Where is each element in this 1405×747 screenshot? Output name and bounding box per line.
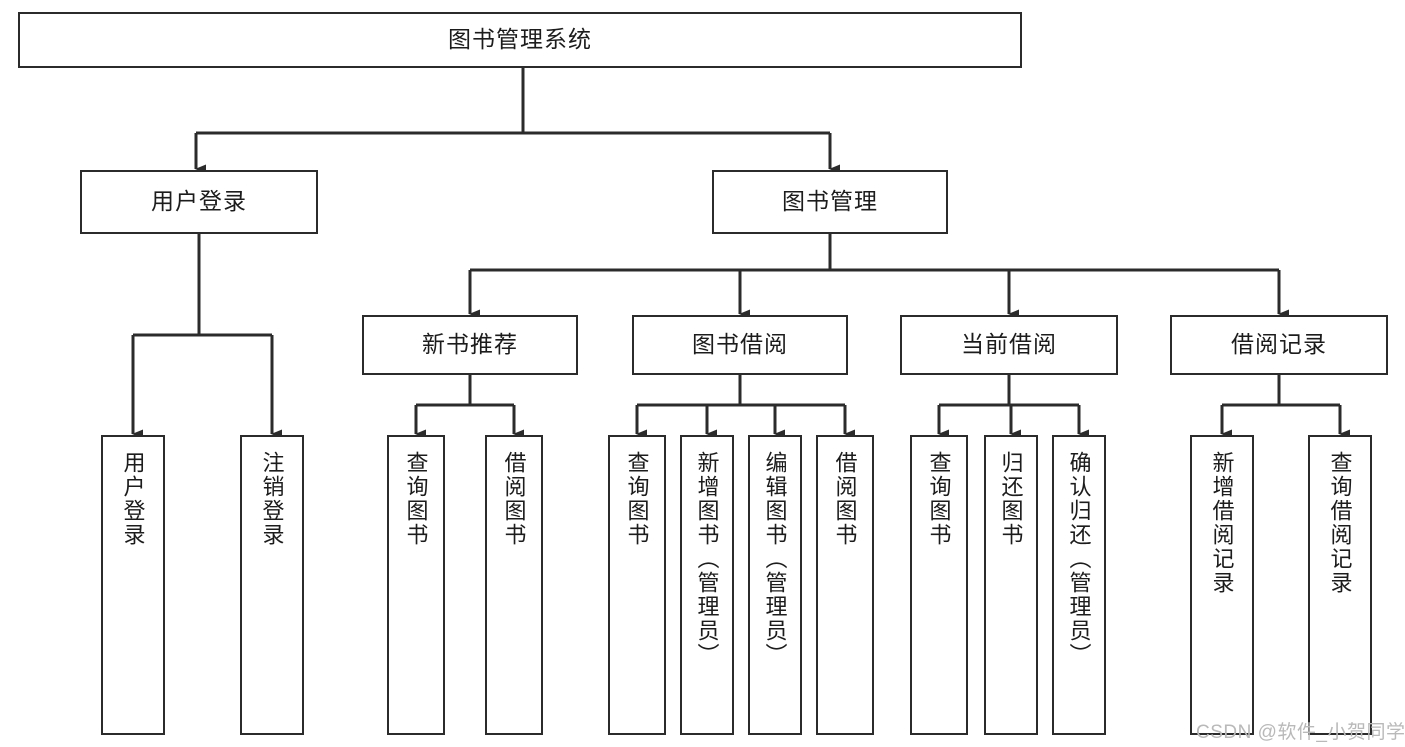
node-leaf-new-borrow: 借阅图书	[485, 435, 543, 735]
node-label-records: 借阅记录	[1231, 331, 1327, 358]
node-leaf-bq-edit: 编辑图书（管理员）	[748, 435, 802, 735]
node-leaf-user-login: 用户登录	[101, 435, 165, 735]
node-leaf-user-logout: 注销登录	[240, 435, 304, 735]
node-records: 借阅记录	[1170, 315, 1388, 375]
node-label-leaf-new-query: 查询图书	[403, 451, 429, 547]
node-current: 当前借阅	[900, 315, 1118, 375]
node-leaf-rec-add: 新增借阅记录	[1190, 435, 1254, 735]
node-root: 图书管理系统	[18, 12, 1022, 68]
node-newbook: 新书推荐	[362, 315, 578, 375]
node-label-leaf-new-borrow: 借阅图书	[501, 451, 527, 547]
node-label-current: 当前借阅	[961, 331, 1057, 358]
node-bookmgmt: 图书管理	[712, 170, 948, 234]
node-leaf-cur-confirm: 确认归还（管理员）	[1052, 435, 1106, 735]
node-leaf-bq-borrow: 借阅图书	[816, 435, 874, 735]
node-label-leaf-bq-borrow: 借阅图书	[832, 451, 858, 547]
node-label-leaf-bq-query: 查询图书	[624, 451, 650, 547]
node-label-login: 用户登录	[151, 188, 247, 215]
node-label-newbook: 新书推荐	[422, 331, 518, 358]
node-label-borrow: 图书借阅	[692, 331, 788, 358]
node-label-leaf-rec-query: 查询借阅记录	[1327, 451, 1353, 595]
node-label-leaf-user-login: 用户登录	[120, 451, 146, 547]
node-label-leaf-bq-add: 新增图书（管理员）	[694, 451, 720, 667]
node-label-leaf-cur-return: 归还图书	[998, 451, 1024, 547]
node-label-leaf-cur-confirm: 确认归还（管理员）	[1066, 451, 1092, 667]
node-leaf-rec-query: 查询借阅记录	[1308, 435, 1372, 735]
connector-lines	[131, 68, 1350, 439]
node-leaf-bq-add: 新增图书（管理员）	[680, 435, 734, 735]
node-label-leaf-user-logout: 注销登录	[259, 451, 285, 547]
node-login: 用户登录	[80, 170, 318, 234]
node-leaf-bq-query: 查询图书	[608, 435, 666, 735]
node-label-leaf-bq-edit: 编辑图书（管理员）	[762, 451, 788, 667]
node-label-leaf-rec-add: 新增借阅记录	[1209, 451, 1235, 595]
node-leaf-cur-query: 查询图书	[910, 435, 968, 735]
node-label-bookmgmt: 图书管理	[782, 188, 878, 215]
node-label-root: 图书管理系统	[448, 26, 592, 53]
node-leaf-new-query: 查询图书	[387, 435, 445, 735]
node-leaf-cur-return: 归还图书	[984, 435, 1038, 735]
node-label-leaf-cur-query: 查询图书	[926, 451, 952, 547]
node-borrow: 图书借阅	[632, 315, 848, 375]
